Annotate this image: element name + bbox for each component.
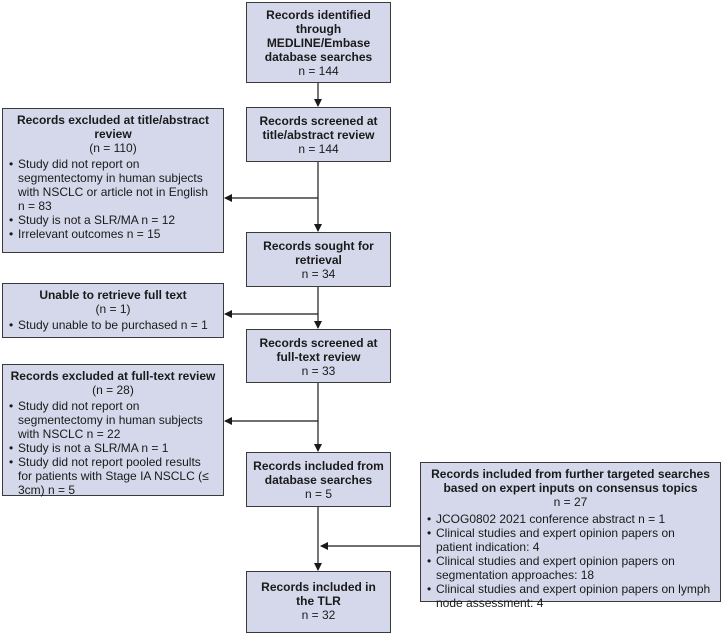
box-records-sought: Records sought for retrieval n = 34 (246, 232, 391, 287)
box-title: Records excluded at full-text review (10, 369, 216, 383)
box-count: (n = 28) (92, 383, 134, 397)
list-item: Clinical studies and expert opinion pape… (427, 526, 714, 554)
list-item: Study did not report pooled results for … (9, 455, 217, 497)
exclusion-reason-list: Study did not report on segmentectomy in… (9, 157, 217, 241)
list-item: Study is not a SLR/MA n = 1 (9, 441, 217, 455)
box-count: n = 27 (553, 495, 588, 509)
box-title: Records included from database searches (253, 459, 384, 487)
list-item: Study is not a SLR/MA n = 12 (9, 213, 217, 227)
box-title: Records identified through MEDLINE/Embas… (264, 8, 373, 64)
box-title: Unable to retrieve full text (39, 288, 187, 302)
box-title: Records screened at title/abstract revie… (259, 114, 378, 142)
box-title: Records included in the TLR (261, 580, 376, 608)
box-count: n = 5 (304, 487, 333, 501)
box-targeted-searches: Records included from further targeted s… (420, 462, 721, 610)
box-count: (n = 110) (89, 141, 137, 155)
list-item: Irrelevant outcomes n = 15 (9, 227, 217, 241)
list-item: Study unable to be purchased n = 1 (9, 318, 217, 332)
box-count: n = 32 (301, 608, 336, 622)
box-count: n = 34 (301, 267, 336, 281)
box-records-included-database: Records included from database searches … (246, 452, 391, 507)
list-item: Clinical studies and expert opinion pape… (427, 554, 714, 582)
box-title: Records included from further targeted s… (431, 467, 710, 495)
box-count: n = 144 (298, 142, 339, 156)
list-item: Clinical studies and expert opinion pape… (427, 582, 714, 610)
exclusion-reason-list: Study unable to be purchased n = 1 (9, 318, 217, 332)
box-excluded-title-abstract: Records excluded at title/abstract revie… (2, 108, 224, 253)
box-count: (n = 1) (95, 302, 131, 316)
list-item: Study did not report on segmentectomy in… (9, 399, 217, 441)
box-records-screened-title-abstract: Records screened at title/abstract revie… (246, 107, 391, 162)
box-count: n = 33 (301, 364, 336, 378)
box-records-screened-full-text: Records screened at full-text review n =… (246, 329, 391, 383)
box-records-identified: Records identified through MEDLINE/Embas… (246, 2, 391, 83)
box-records-included-tlr: Records included in the TLR n = 32 (246, 571, 391, 633)
box-title: Records sought for retrieval (263, 239, 374, 267)
box-excluded-full-text: Records excluded at full-text review (n … (2, 364, 224, 497)
targeted-source-list: JCOG0802 2021 conference abstract n = 1 … (427, 512, 714, 610)
box-title: Records screened at full-text review (259, 336, 378, 364)
box-unable-retrieve: Unable to retrieve full text (n = 1) Stu… (2, 283, 224, 338)
list-item: JCOG0802 2021 conference abstract n = 1 (427, 512, 714, 526)
exclusion-reason-list: Study did not report on segmentectomy in… (9, 399, 217, 497)
box-title: Records excluded at title/abstract revie… (16, 113, 210, 141)
list-item: Study did not report on segmentectomy in… (9, 157, 217, 213)
box-count: n = 144 (298, 64, 339, 78)
